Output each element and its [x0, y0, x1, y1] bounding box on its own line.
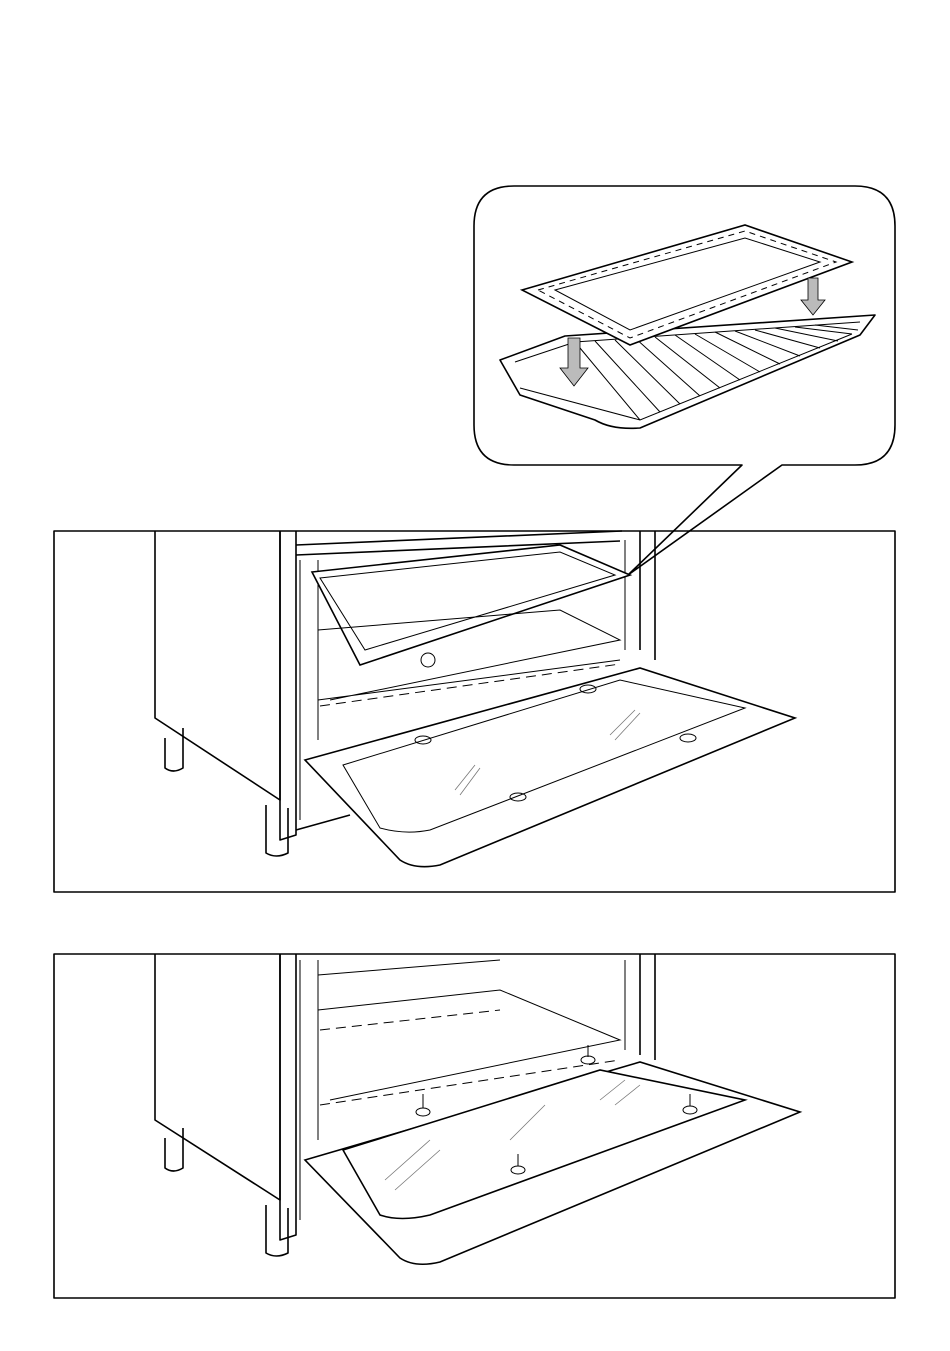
oven-rack — [499, 314, 876, 430]
figure-oven-with-tray — [53, 530, 896, 893]
baking-tray — [519, 224, 855, 346]
screw-icon — [415, 1045, 698, 1175]
figure-oven-glass-removed — [53, 953, 896, 1299]
detail-callout — [473, 185, 896, 576]
down-arrow-icon — [800, 277, 826, 316]
down-arrow-icon — [559, 337, 589, 387]
